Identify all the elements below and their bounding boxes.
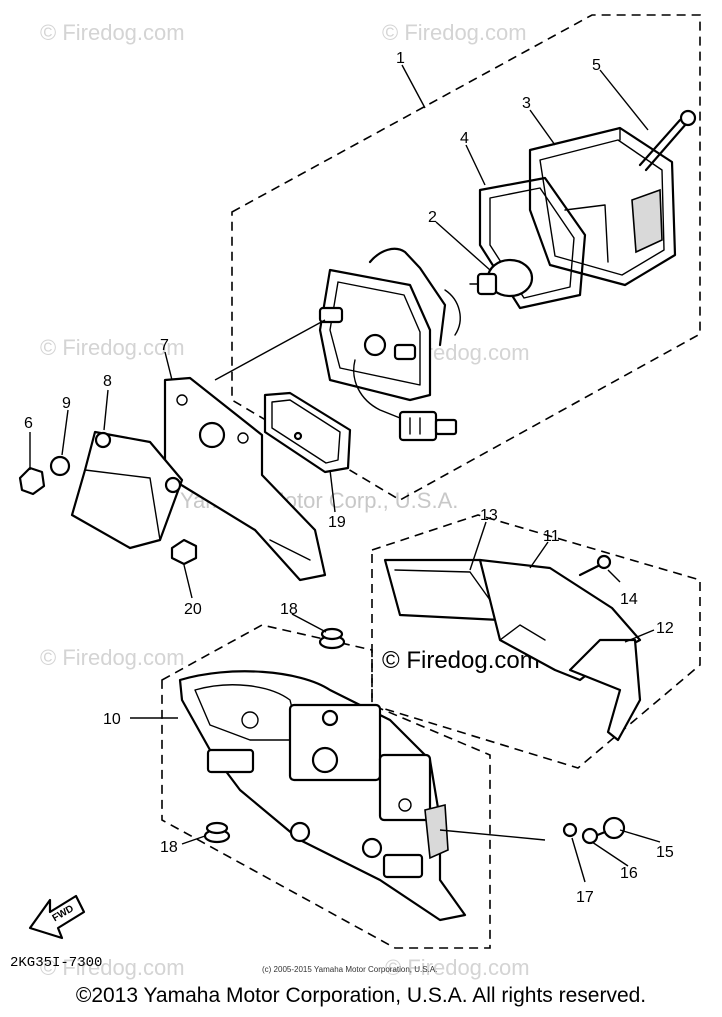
watermark-top-left: © Firedog.com [40,20,185,45]
screw-part-14 [578,554,612,577]
bulb-part-2 [469,258,534,298]
license-light-part-8 [70,430,184,550]
callout-5: 5 [592,57,601,74]
tail-light-base [318,247,461,442]
footer-copyright: ©2013 Yamaha Motor Corporation, U.S.A. A… [75,984,647,1007]
gasket-part-4 [478,176,587,310]
fender-part-10 [178,670,467,922]
callout-17: 17 [576,889,594,906]
callout-4: 4 [460,130,469,147]
callout-16: 16 [620,865,638,882]
callout-12: 12 [656,620,674,637]
callout-19: 19 [328,514,346,531]
fwd-arrow: FWD [28,894,86,940]
small-copyright: (c) 2005-2015 Yamaha Motor Corporation, … [262,965,437,974]
callout-8: 8 [103,373,112,390]
nut-part-20 [170,538,198,566]
watermark-main: © Firedog.com [382,647,540,674]
tail-lens-part-3 [528,126,677,287]
callout-13: 13 [480,507,498,524]
side-cover-parts-11-12-13 [383,558,642,742]
reflector-part-19 [263,391,352,474]
group-10-outline [161,624,491,949]
nut-part-6 [18,466,46,496]
callout-15: 15 [656,844,674,861]
washer-part-9 [49,455,71,477]
callout-18-bottom: 18 [160,839,178,856]
callout-7: 7 [160,337,169,354]
callout-10: 10 [103,711,121,728]
watermark-bottom-left: © Firedog.com [40,955,185,980]
callout-9: 9 [62,395,71,412]
grommet-part-18-top [318,627,346,650]
group-1-outline [231,14,701,501]
callout-14: 14 [620,591,638,608]
callout-18-top: 18 [280,601,298,618]
callout-3: 3 [522,95,531,112]
callout-20: 20 [184,601,202,618]
bracket-part-7 [163,376,327,582]
leader-lines [29,64,661,883]
screw-part-5 [638,109,697,172]
callout-6: 6 [24,415,33,432]
watermark-bottom-right: © Firedog.com [385,955,530,980]
watermark-top-right: © Firedog.com [382,20,527,45]
watermark-left-mid: © Firedog.com [40,335,185,360]
callout-1: 1 [396,50,405,67]
callout-11: 11 [543,528,560,545]
part-code: 2KG35I-7300 [10,955,102,971]
washer-part-17 [562,822,578,838]
watermark-left-low: © Firedog.com [40,645,185,670]
washer-part-16 [581,827,599,845]
callout-2: 2 [428,209,437,226]
grommet-part-18-bottom [203,821,231,844]
